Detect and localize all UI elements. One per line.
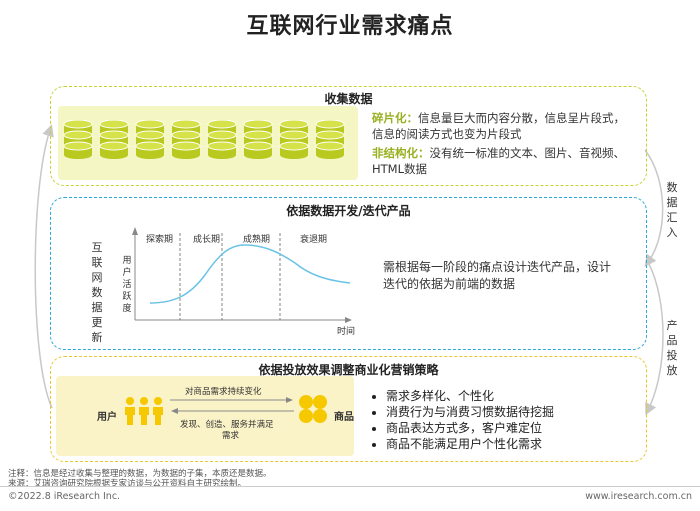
database-icon: [279, 120, 309, 159]
database-icon: [315, 120, 345, 159]
arrow-bottom-label-1: 发现、创造、服务并满足: [180, 420, 274, 430]
database-icon: [99, 120, 129, 159]
unstructured-line: 非结构化：没有统一标准的文本、图片、音视频、: [372, 146, 625, 160]
list-item: 商品不能满足用户个性化需求: [386, 436, 554, 452]
data-inflow-label: 数据汇入: [666, 181, 678, 239]
phase-explore: 探索期: [146, 235, 174, 245]
exchange-arrows: [170, 397, 294, 414]
internet-data-update-label: 互联网数据更新: [91, 241, 103, 344]
product-label: 商品: [334, 412, 354, 423]
lifecycle-chart: [132, 227, 352, 323]
footer-divider: [0, 486, 700, 487]
list-item: 需求多样化、个性化: [386, 388, 554, 404]
marketing-strategy-title: 依据投放效果调整商业化营销策略: [258, 363, 439, 377]
product-iteration-title: 依据数据开发/迭代产品: [286, 204, 411, 218]
collect-data-title: 收集数据: [324, 92, 373, 106]
arrow-bottom-label-2: 需求: [222, 431, 240, 441]
iteration-desc-1: 需根据每一阶段的痛点设计迭代产品，设计: [383, 260, 612, 274]
right-arrow-up-bottom: [645, 261, 664, 416]
database-icon: [63, 120, 93, 159]
iteration-desc-2: 迭代的依据为前端的数据: [383, 277, 516, 291]
phase-growth: 成长期: [193, 235, 221, 245]
y-axis-label: 用户活跃度: [122, 256, 132, 314]
product-launch-label: 产品投放: [666, 319, 678, 377]
collect-data-box: 收集数据: [50, 86, 647, 186]
pain-point-list: 需求多样化、个性化 消费行为与消费习惯数据待挖掘 商品表达方式多，客户难定位 商…: [372, 388, 554, 452]
list-item: 商品表达方式多，客户难定位: [386, 420, 554, 436]
page-title: 互联网行业需求痛点: [246, 14, 454, 39]
lifecycle-curve: [149, 244, 351, 304]
right-arrow-down-top: [644, 149, 664, 267]
database-icon: [243, 120, 273, 159]
product-iteration-box: 依据数据开发/迭代产品: [50, 197, 647, 350]
marketing-strategy-box: 依据投放效果调整商业化营销策略: [50, 356, 647, 462]
product-icon: [299, 395, 327, 423]
footer-copyright: ©2022.8 iResearch Inc.: [8, 491, 121, 502]
arrow-top-label: 对商品需求持续变化: [185, 387, 262, 397]
phase-decline: 衰退期: [300, 235, 328, 245]
note-text: 注释：信息是经过收集与整理的数据，为数据的子集，本质还是数据。: [8, 469, 272, 479]
list-item: 消费行为与消费习惯数据待挖掘: [386, 404, 554, 420]
footer-website: www.iresearch.com.cn: [585, 491, 692, 502]
database-icon: [135, 120, 165, 159]
x-axis-label: 时间: [337, 327, 356, 337]
source-text: 来源：艾瑞咨询研究院根据专家访谈与公开资料自主研究绘制。: [8, 479, 247, 489]
phase-mature: 成熟期: [243, 235, 271, 245]
user-label: 用户: [97, 412, 117, 423]
fragment-cont: 信息的阅读方式也变为片段式: [372, 127, 522, 141]
database-icon: [171, 120, 201, 159]
fragment-line: 碎片化：信息量巨大而内容分散，信息呈片段式，: [372, 111, 625, 125]
database-icons: [63, 120, 345, 159]
users-icon: [125, 397, 163, 425]
unstructured-cont: HTML数据: [372, 162, 428, 176]
database-icon: [207, 120, 237, 159]
left-arrow-up: [34, 124, 54, 409]
